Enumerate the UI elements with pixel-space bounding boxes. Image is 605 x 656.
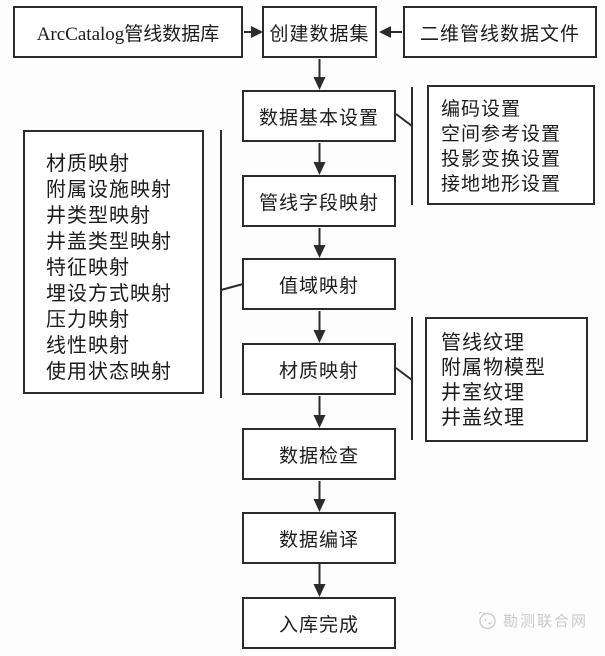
panel-item: 特征映射 <box>46 257 130 279</box>
arrow-material-to-check <box>313 396 326 428</box>
value-mapping-panel: 材质映射 附属设施映射 井类型映射 井盖类型映射 特征映射 埋设方式映射 压力映… <box>23 130 204 394</box>
panel-item: 埋设方式映射 <box>46 283 172 305</box>
node-arccatalog-database: ArcCatalog管线数据库 <box>13 6 243 58</box>
texture-panel-connector <box>395 317 413 440</box>
panel-item: 投影变换设置 <box>441 149 562 170</box>
arrow-check-to-compile <box>313 481 326 512</box>
watermark-logo-icon <box>478 611 496 630</box>
panel-item: 编码设置 <box>441 99 522 120</box>
node-material-mapping: 材质映射 <box>242 343 396 395</box>
panel-item: 井类型映射 <box>46 205 151 227</box>
watermark: 勘测联合网 <box>476 609 588 631</box>
panel-item: 附属物模型 <box>441 357 546 379</box>
node-data-compile: 数据编译 <box>242 512 396 564</box>
node-field-mapping: 管线字段映射 <box>242 175 396 227</box>
panel-item: 井盖类型映射 <box>46 231 172 253</box>
panel-item: 压力映射 <box>46 309 130 331</box>
settings-panel-connector <box>395 87 413 205</box>
node-data-check: 数据检查 <box>242 428 396 480</box>
arrow-field-to-domain <box>313 228 326 258</box>
panel-item: 井室纹理 <box>441 382 525 404</box>
arrow-domain-to-material <box>313 311 326 343</box>
arrow-file-to-create <box>379 26 402 38</box>
node-storage-complete: 入库完成 <box>242 597 396 649</box>
panel-item: 空间参考设置 <box>441 124 562 145</box>
node-create-dataset: 创建数据集 <box>262 6 377 58</box>
node-value-domain-mapping: 值域映射 <box>242 258 396 310</box>
panel-item: 管线纹理 <box>441 332 525 354</box>
panel-item: 井盖纹理 <box>441 407 525 429</box>
arrow-db-to-create <box>244 26 263 38</box>
node-2d-pipeline-file: 二维管线数据文件 <box>403 6 597 58</box>
panel-item: 材质映射 <box>46 153 130 175</box>
panel-item: 使用状态映射 <box>46 361 172 383</box>
arrow-create-to-basic <box>313 59 326 90</box>
watermark-text: 勘测联合网 <box>503 612 589 630</box>
material-texture-panel: 管线纹理 附属物模型 井室纹理 井盖纹理 <box>425 317 588 442</box>
panel-item: 附属设施映射 <box>46 179 172 201</box>
panel-item: 线性映射 <box>46 335 130 357</box>
basic-settings-panel: 编码设置 空间参考设置 投影变换设置 接地地形设置 <box>427 85 595 205</box>
arrow-compile-to-complete <box>313 564 326 597</box>
node-basic-settings: 数据基本设置 <box>242 90 396 142</box>
left-panel-connector <box>220 130 244 398</box>
panel-item: 接地地形设置 <box>441 174 562 195</box>
arrow-basic-to-field <box>313 143 326 175</box>
